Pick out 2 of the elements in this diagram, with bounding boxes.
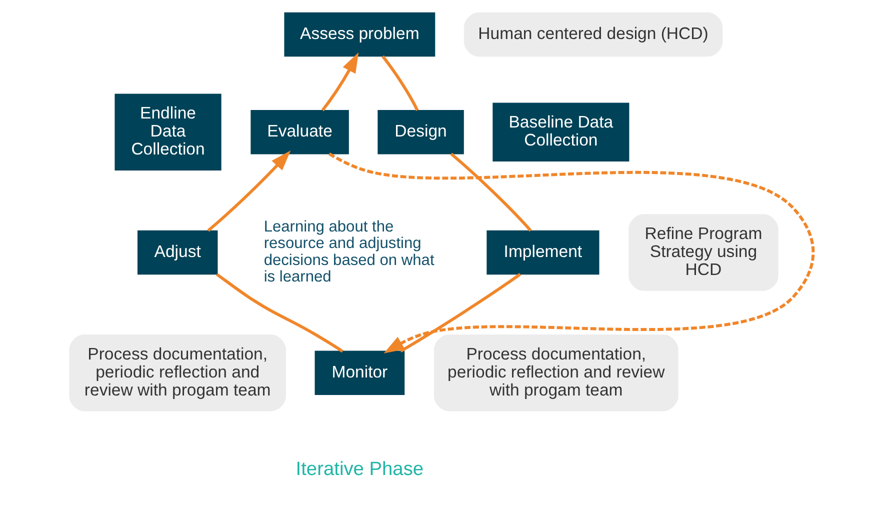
label: Learning about the resource and adjusting decisions based on what is learned [264, 218, 434, 286]
label: Iterative Phase [296, 459, 424, 480]
